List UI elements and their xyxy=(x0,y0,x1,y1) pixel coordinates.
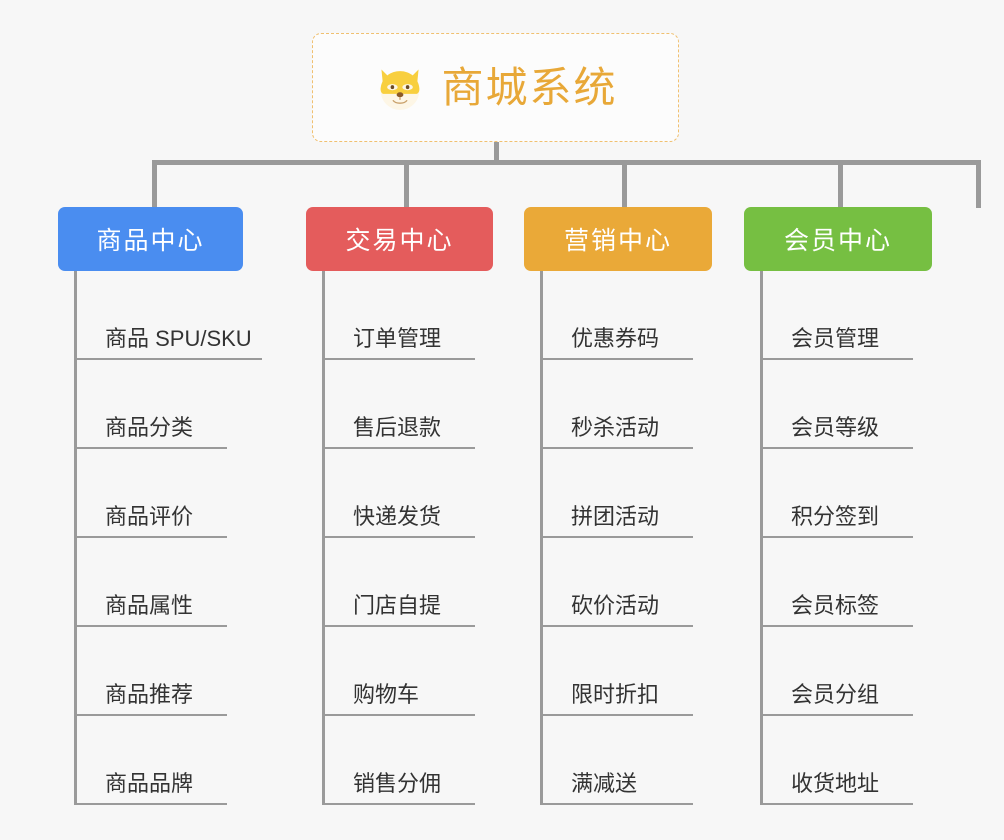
branch-header-2[interactable]: 交易中心 xyxy=(306,207,493,271)
leaf-label: 购物车 xyxy=(353,681,420,707)
branch-marketing-center: 营销中心 优惠券码 秒杀活动 拼团活动 砍价活动 限时折扣 满减送 xyxy=(524,207,734,805)
list-item[interactable]: 拼团活动 xyxy=(543,449,693,538)
leaf-label: 商品分类 xyxy=(105,414,194,440)
list-item[interactable]: 快递发货 xyxy=(325,449,475,538)
leaf-label: 商品属性 xyxy=(105,592,194,618)
leaf-label: 商品 SPU/SKU xyxy=(105,325,252,351)
list-item[interactable]: 秒杀活动 xyxy=(543,360,693,449)
list-item[interactable]: 商品品牌 xyxy=(77,716,227,805)
connector-drop-2 xyxy=(404,160,409,208)
list-item[interactable]: 商品推荐 xyxy=(77,627,227,716)
branch-header-3[interactable]: 营销中心 xyxy=(524,207,712,271)
list-item[interactable]: 会员分组 xyxy=(763,627,913,716)
connector-drop-1 xyxy=(152,160,157,208)
connector-bus-bar xyxy=(152,160,981,165)
list-item[interactable]: 砍价活动 xyxy=(543,538,693,627)
branch-header-1[interactable]: 商品中心 xyxy=(58,207,243,271)
leaf-label: 秒杀活动 xyxy=(571,414,660,440)
list-item[interactable]: 商品 SPU/SKU xyxy=(77,271,262,360)
leaf-list-2: 订单管理 售后退款 快递发货 门店自提 购物车 销售分佣 xyxy=(322,271,522,805)
connector-root-stem xyxy=(494,142,499,162)
list-item[interactable]: 购物车 xyxy=(325,627,475,716)
root-node[interactable]: 商城系统 xyxy=(312,33,679,142)
leaf-label: 收货地址 xyxy=(791,770,880,796)
list-item[interactable]: 售后退款 xyxy=(325,360,475,449)
list-item[interactable]: 商品属性 xyxy=(77,538,227,627)
list-item[interactable]: 限时折扣 xyxy=(543,627,693,716)
branch-product-center: 商品中心 商品 SPU/SKU 商品分类 商品评价 商品属性 商品推荐 商品品牌 xyxy=(58,207,308,805)
leaf-label: 快递发货 xyxy=(353,503,442,529)
list-item[interactable]: 销售分佣 xyxy=(325,716,475,805)
leaf-label: 拼团活动 xyxy=(571,503,660,529)
list-item[interactable]: 商品分类 xyxy=(77,360,227,449)
leaf-list-4: 会员管理 会员等级 积分签到 会员标签 会员分组 收货地址 xyxy=(760,271,950,805)
leaf-label: 积分签到 xyxy=(791,503,880,529)
list-item[interactable]: 优惠券码 xyxy=(543,271,693,360)
leaf-label: 砍价活动 xyxy=(571,592,660,618)
connector-drop-3 xyxy=(622,160,627,208)
connector-drop-3b xyxy=(838,160,843,208)
leaf-label: 会员标签 xyxy=(791,592,880,618)
list-item[interactable]: 会员标签 xyxy=(763,538,913,627)
list-item[interactable]: 门店自提 xyxy=(325,538,475,627)
leaf-label: 商品评价 xyxy=(105,503,194,529)
leaf-label: 会员等级 xyxy=(791,414,880,440)
leaf-label: 限时折扣 xyxy=(571,681,660,707)
connector-drop-4 xyxy=(976,160,981,208)
list-item[interactable]: 商品评价 xyxy=(77,449,227,538)
leaf-label: 门店自提 xyxy=(353,592,442,618)
list-item[interactable]: 会员管理 xyxy=(763,271,913,360)
list-item[interactable]: 积分签到 xyxy=(763,449,913,538)
list-item[interactable]: 会员等级 xyxy=(763,360,913,449)
branch-member-center: 会员中心 会员管理 会员等级 积分签到 会员标签 会员分组 收货地址 xyxy=(744,207,950,805)
leaf-label: 商品推荐 xyxy=(105,681,194,707)
leaf-label: 会员分组 xyxy=(791,681,880,707)
root-title: 商城系统 xyxy=(441,63,618,111)
leaf-label: 会员管理 xyxy=(791,325,880,351)
leaf-list-1: 商品 SPU/SKU 商品分类 商品评价 商品属性 商品推荐 商品品牌 xyxy=(74,271,308,805)
shiba-dog-icon xyxy=(373,61,427,115)
list-item[interactable]: 订单管理 xyxy=(325,271,475,360)
leaf-label: 满减送 xyxy=(571,770,638,796)
branch-header-4[interactable]: 会员中心 xyxy=(744,207,932,271)
leaf-list-3: 优惠券码 秒杀活动 拼团活动 砍价活动 限时折扣 满减送 xyxy=(540,271,734,805)
branch-trade-center: 交易中心 订单管理 售后退款 快递发货 门店自提 购物车 销售分佣 xyxy=(306,207,522,805)
list-item[interactable]: 满减送 xyxy=(543,716,693,805)
leaf-label: 优惠券码 xyxy=(571,325,660,351)
leaf-label: 订单管理 xyxy=(353,325,442,351)
leaf-label: 售后退款 xyxy=(353,414,442,440)
leaf-label: 销售分佣 xyxy=(353,770,442,796)
leaf-label: 商品品牌 xyxy=(105,770,194,796)
list-item[interactable]: 收货地址 xyxy=(763,716,913,805)
